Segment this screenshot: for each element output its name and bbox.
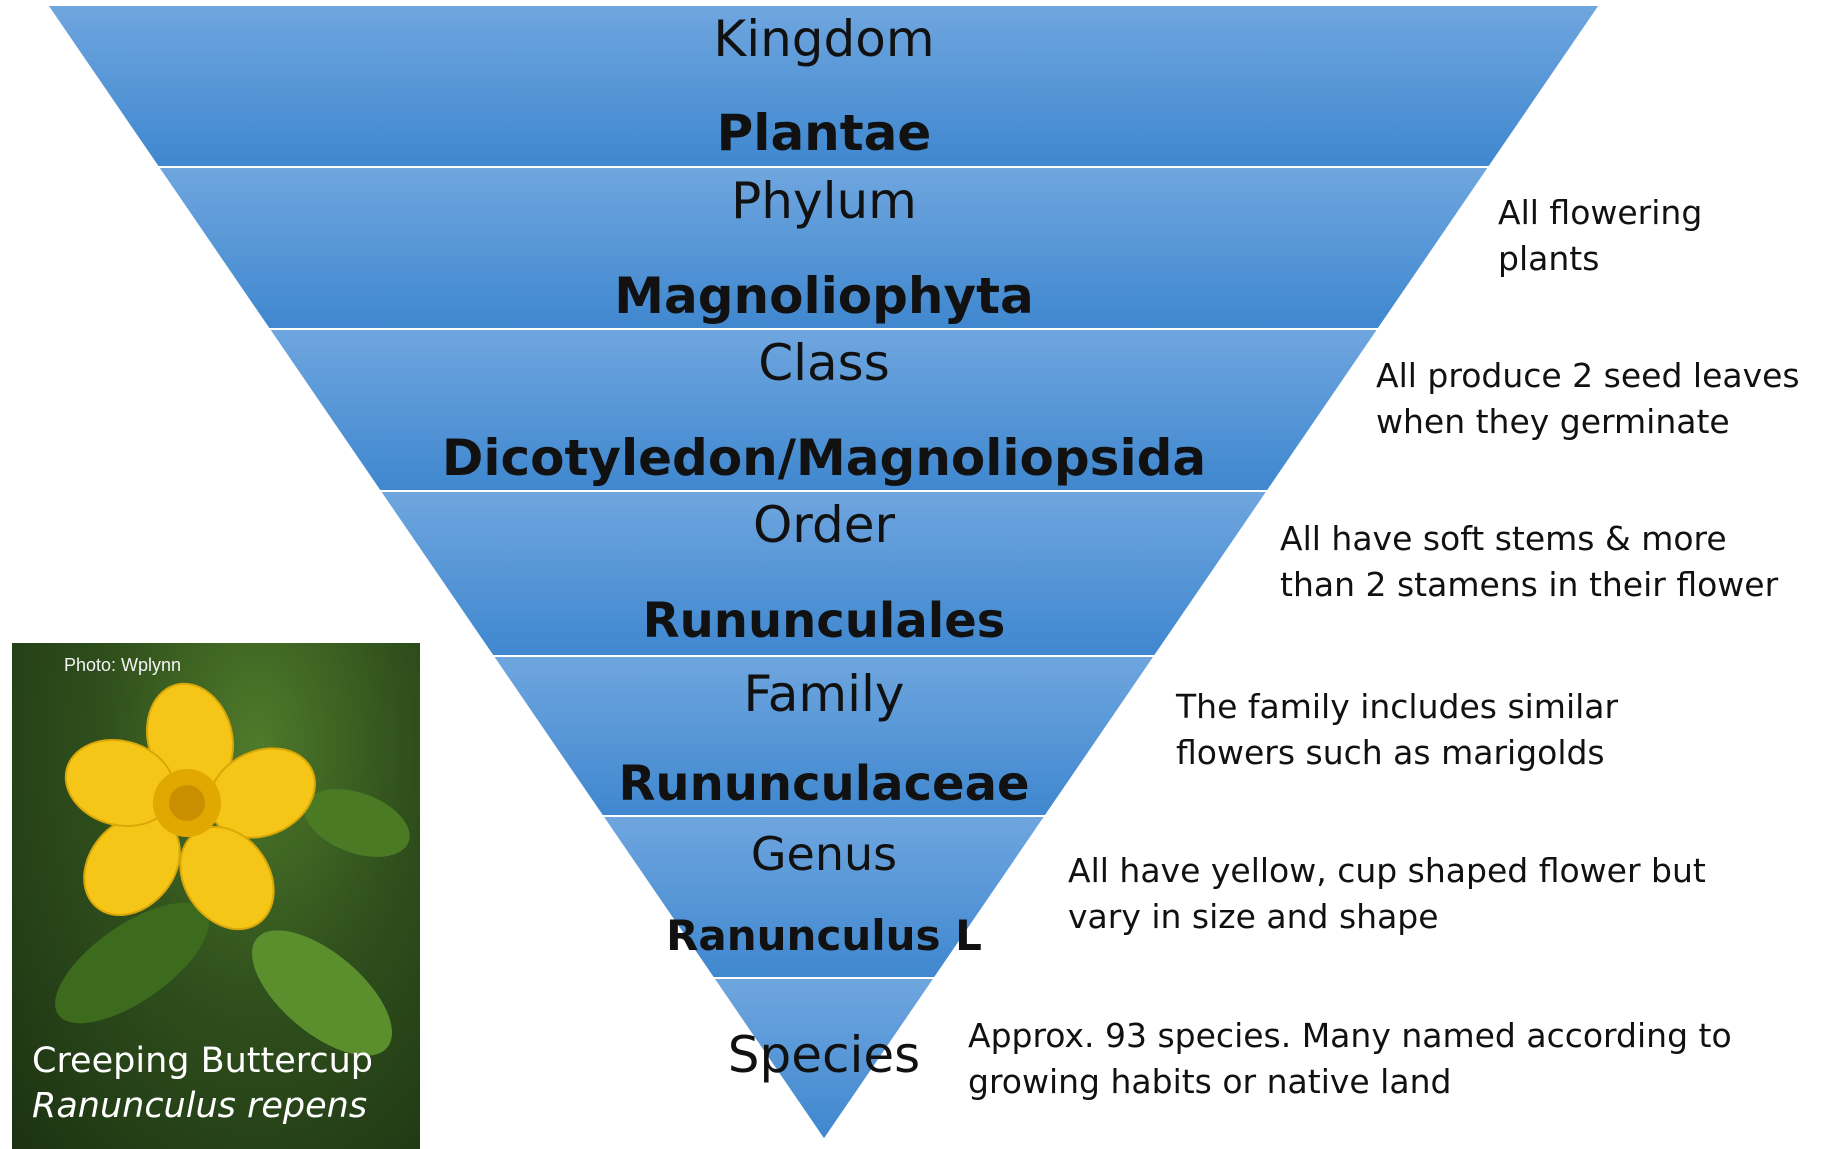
rank-label-kingdom: Kingdom <box>713 10 934 68</box>
note-species-line: growing habits or native land <box>968 1059 1732 1105</box>
note-phylum: All floweringplants <box>1498 190 1702 282</box>
rank-label-species: Species <box>728 1026 920 1084</box>
rank-label-class: Class <box>758 334 890 392</box>
rank-label-order: Order <box>753 496 896 554</box>
note-order: All have soft stems & morethan 2 stamens… <box>1280 516 1778 608</box>
taxon-name-kingdom: Plantae <box>717 104 932 162</box>
rank-label-family: Family <box>744 665 905 723</box>
taxon-name-genus: Ranunculus L <box>666 911 982 960</box>
note-species: Approx. 93 species. Many named according… <box>968 1013 1732 1105</box>
taxon-name-class: Dicotyledon/Magnoliopsida <box>442 429 1206 487</box>
note-order-line: All have soft stems & more <box>1280 516 1778 562</box>
note-class-line: All produce 2 seed leaves <box>1376 353 1800 399</box>
note-family-line: The family includes similar <box>1176 684 1618 730</box>
note-genus-line: vary in size and shape <box>1068 894 1706 940</box>
taxon-name-phylum: Magnoliophyta <box>614 267 1033 325</box>
taxon-name-order: Rununculales <box>643 593 1006 649</box>
note-genus: All have yellow, cup shaped flower butva… <box>1068 848 1706 940</box>
common-name-caption: Creeping Buttercup <box>32 1041 373 1081</box>
latin-name-caption: Ranunculus repens <box>32 1086 367 1126</box>
rank-label-phylum: Phylum <box>731 172 917 230</box>
buttercup-photo: Photo: Wplynn Creeping Buttercup Ranuncu… <box>12 643 420 1149</box>
note-class: All produce 2 seed leaveswhen they germi… <box>1376 353 1800 445</box>
note-family-line: flowers such as marigolds <box>1176 730 1618 776</box>
note-family: The family includes similarflowers such … <box>1176 684 1618 776</box>
note-phylum-line: plants <box>1498 236 1702 282</box>
note-species-line: Approx. 93 species. Many named according… <box>968 1013 1732 1059</box>
taxon-name-family: Rununculaceae <box>618 756 1029 812</box>
note-phylum-line: All flowering <box>1498 190 1702 236</box>
note-genus-line: All have yellow, cup shaped flower but <box>1068 848 1706 894</box>
photo-credit: Photo: Wplynn <box>64 655 181 676</box>
rank-label-genus: Genus <box>751 827 897 881</box>
note-class-line: when they germinate <box>1376 399 1800 445</box>
note-order-line: than 2 stamens in their flower <box>1280 562 1778 608</box>
